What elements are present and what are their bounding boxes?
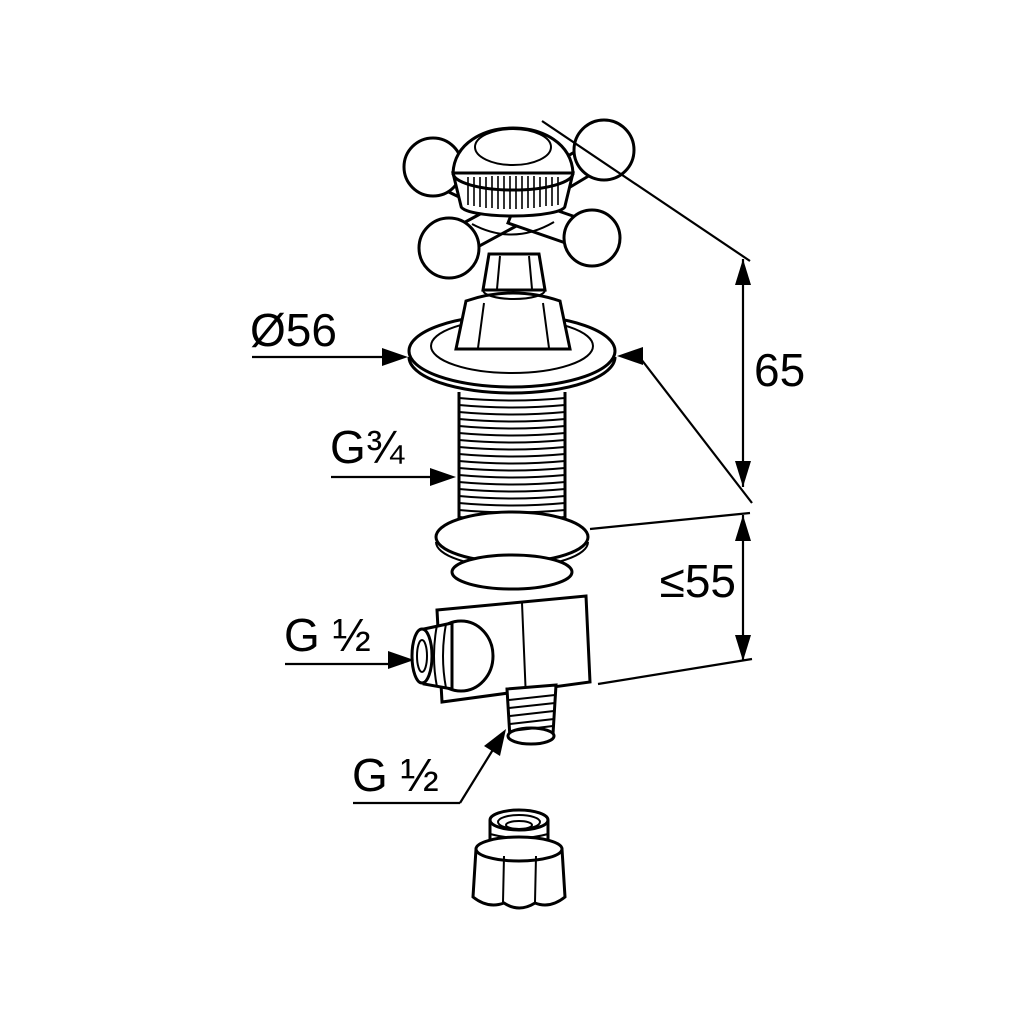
label-diameter: Ø56 bbox=[250, 304, 643, 366]
cross-handle-balls bbox=[402, 118, 636, 280]
dim-65-label: 65 bbox=[754, 344, 805, 396]
dim-55-label: ≤55 bbox=[660, 555, 736, 607]
thread-bottom-text: G ½ bbox=[352, 749, 439, 801]
bottom-outlet bbox=[505, 683, 558, 746]
bonnet-hex-nut bbox=[454, 291, 572, 351]
diameter-label-text: Ø56 bbox=[250, 304, 337, 356]
dimension-65: 65 bbox=[541, 120, 805, 504]
stem-collar bbox=[481, 252, 547, 300]
label-thread-shank: G¾ bbox=[330, 421, 456, 486]
diameter-right-arrow bbox=[617, 347, 643, 365]
bottom-outlet-threads bbox=[508, 694, 556, 732]
diameter-left-arrow bbox=[382, 348, 408, 366]
union-nut bbox=[471, 808, 567, 910]
dimension-55: ≤55 bbox=[589, 511, 753, 686]
knurling bbox=[467, 176, 559, 209]
label-thread-bottom: G ½ bbox=[352, 729, 506, 805]
side-outlet bbox=[410, 619, 495, 693]
handle-cap bbox=[451, 126, 575, 236]
washer-and-locknut bbox=[434, 510, 590, 591]
thread-shank-text: G¾ bbox=[330, 421, 405, 473]
label-thread-side: G ½ bbox=[284, 609, 414, 669]
thread-side-text: G ½ bbox=[284, 609, 371, 661]
